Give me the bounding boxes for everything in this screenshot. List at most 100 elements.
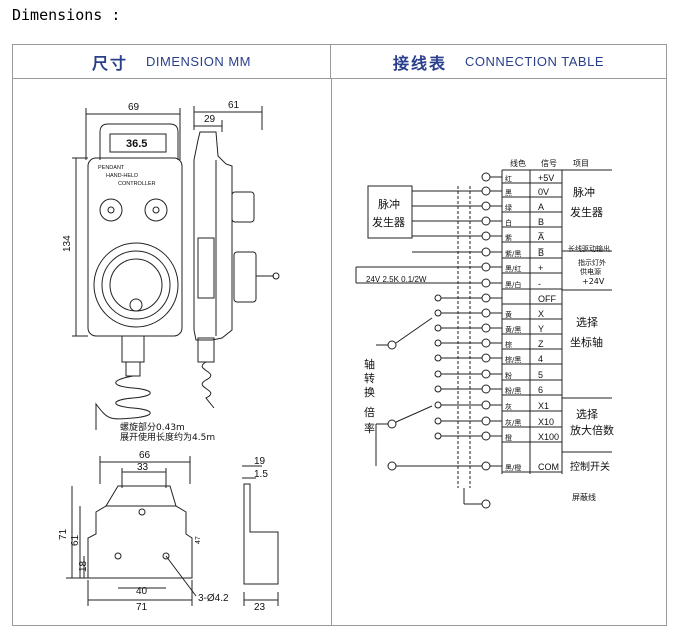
wire-color: 黄/黑 — [505, 325, 521, 334]
terminal — [481, 353, 491, 363]
terminal — [481, 201, 491, 211]
terminal — [481, 186, 491, 196]
item-pulse-2: 发生器 — [570, 205, 603, 219]
mult-switch-2: 率 — [364, 421, 375, 435]
label-line-1: PENDANT — [98, 165, 125, 171]
side-coil — [201, 361, 215, 409]
generator-line-1: 脉冲 — [378, 197, 400, 211]
page-heading: Dimensions : — [12, 6, 121, 24]
dim-19: 19 — [254, 456, 266, 467]
wire-color: 绿 — [505, 203, 512, 212]
dim-29: 29 — [204, 114, 216, 125]
wire-color: 橙 — [505, 433, 512, 442]
handwheel-crank — [129, 298, 143, 312]
wire-color: 紫 — [505, 234, 512, 242]
item-led-1: 指示灯外 — [578, 258, 606, 267]
dimension-title-cn: 尺寸 — [92, 53, 129, 73]
signal-name: 6 — [538, 385, 543, 395]
handwheel-outer — [93, 242, 179, 328]
terminal — [481, 369, 491, 379]
terminal — [481, 400, 491, 410]
dim-69: 69 — [128, 102, 140, 113]
signal-name: OFF — [538, 294, 556, 304]
wire-color: 粉/黑 — [505, 386, 521, 395]
terminal — [481, 216, 491, 226]
dim-23: 23 — [254, 602, 266, 613]
window-box — [109, 133, 167, 153]
terminal — [481, 338, 491, 348]
wire-color: 白 — [505, 218, 512, 227]
wire-color: 灰/黑 — [505, 418, 521, 427]
diagram-frame: 尺寸 DIMENSION MM 接线表 CONNECTION TABLE — [12, 44, 667, 626]
signal-name: Z — [538, 339, 544, 349]
connection-title-cn: 接线表 — [393, 53, 448, 73]
axis-knob — [99, 198, 123, 222]
dim-18: 18 — [78, 560, 89, 572]
item-mult-2: 放大倍数 — [570, 423, 614, 437]
wire-color: 红 — [505, 174, 512, 183]
terminal — [481, 431, 491, 441]
side-wheel — [233, 251, 257, 303]
connection-title-en: CONNECTION TABLE — [465, 54, 604, 69]
generator-line-2: 发生器 — [372, 215, 405, 229]
panel-divider — [331, 79, 332, 625]
terminal — [481, 461, 491, 471]
axis-switch-1: 轴 — [364, 357, 375, 371]
wire-color: 黄 — [505, 310, 512, 319]
terminal — [481, 172, 491, 182]
coil-cable — [95, 375, 151, 430]
item-axis-2: 坐标轴 — [570, 335, 603, 349]
terminal — [481, 247, 491, 257]
terminal — [481, 262, 491, 272]
dim-1-5: 1.5 — [254, 469, 268, 480]
dim-71-vert: 71 — [58, 528, 69, 540]
side-grip-top — [231, 191, 255, 223]
dim-71-horiz: 71 — [136, 602, 148, 613]
dim-61-vert: 61 — [70, 534, 81, 546]
terminal — [481, 323, 491, 333]
signal-name: X — [538, 309, 544, 319]
wire-color: 黑 — [505, 189, 512, 197]
terminal — [481, 278, 491, 288]
item-led-3: +24V — [582, 277, 605, 286]
cable-note-2: 展开使用长度约为4.5m — [120, 431, 215, 443]
header-signal: 信号 — [541, 158, 557, 168]
led-label: 24V 2.5K 0.1/2W — [366, 275, 427, 284]
signal-name: X10 — [538, 417, 554, 427]
hole-note: 3-Ø4.2 — [198, 593, 229, 604]
axis-switch-2: 转 — [364, 371, 375, 385]
signal-name: 4 — [538, 354, 543, 364]
wire-color: 黑/白 — [505, 280, 521, 289]
item-shield: 屏蔽线 — [572, 492, 596, 502]
item-mult-1: 选择 — [576, 407, 598, 421]
label-line-3: CONTROLLER — [118, 181, 156, 187]
wire-color: 棕/黑 — [505, 355, 521, 364]
mult-switch-1: 倍 — [364, 405, 375, 419]
axis-switch-pivot — [387, 340, 397, 350]
axis-switch-3: 换 — [364, 385, 375, 399]
item-pulse-1: 脉冲 — [573, 185, 595, 199]
header-item: 项目 — [573, 159, 589, 168]
signal-name: - — [538, 279, 541, 289]
side-panel — [197, 237, 215, 299]
mult-switch-pivot — [387, 419, 397, 429]
dim-61: 61 — [228, 100, 240, 111]
wire-color: 灰 — [505, 402, 512, 411]
dim-40: 40 — [136, 586, 148, 597]
wire-color: 黑/红 — [505, 264, 521, 273]
header-color: 线色 — [510, 158, 526, 168]
dimension-title-en: DIMENSION MM — [146, 54, 251, 69]
label-line-2: HAND-HELD — [106, 173, 138, 179]
side-body — [193, 131, 233, 341]
shield-terminal — [481, 499, 491, 509]
dim-36-5: 36.5 — [126, 138, 147, 150]
signal-name: X100 — [538, 432, 559, 442]
signal-name: 5 — [538, 370, 543, 380]
signal-name: +5V — [538, 173, 554, 183]
cable-note-1: 螺旋部分0.43m — [120, 421, 185, 433]
hole-leader — [165, 555, 197, 597]
signal-name: X1 — [538, 401, 549, 411]
dimension-header: 尺寸 DIMENSION MM — [13, 45, 331, 79]
signal-name: B̅ — [538, 248, 544, 258]
generator-box — [367, 185, 413, 239]
